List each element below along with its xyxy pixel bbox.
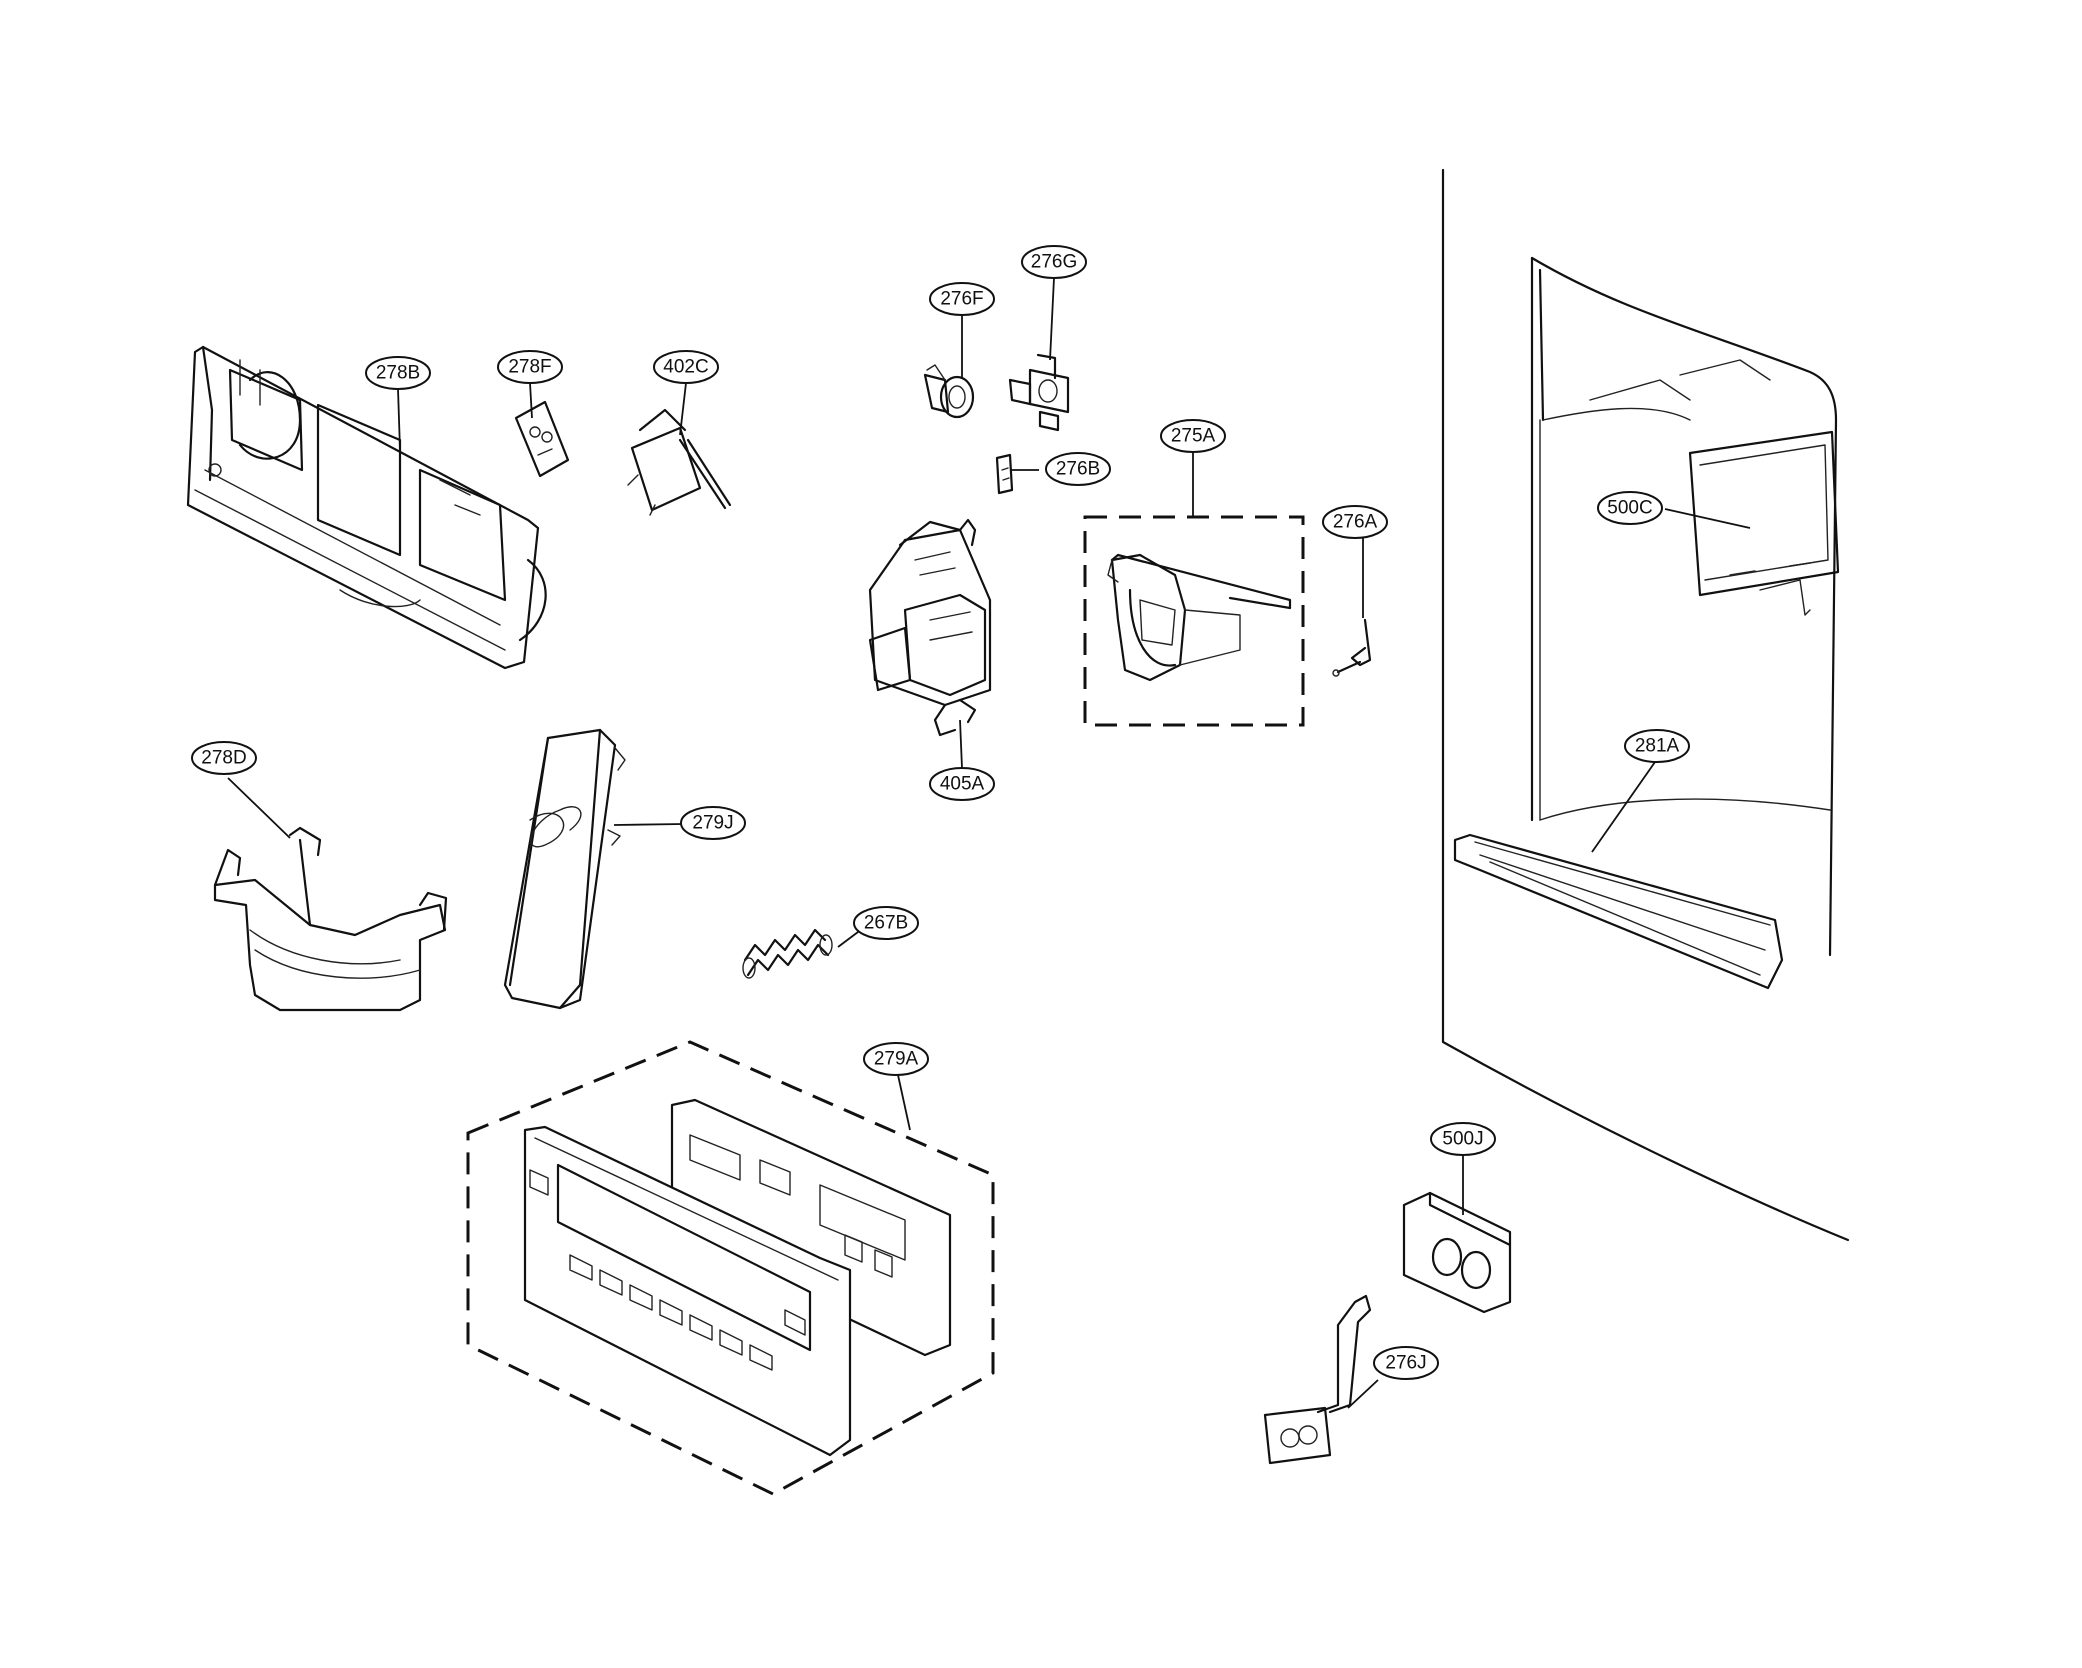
callout-276b: 276B: [1045, 452, 1111, 486]
svg-text:278B: 278B: [376, 363, 420, 384]
callout-276f: 276F: [929, 282, 995, 316]
part-500c-box: [1688, 430, 1840, 597]
part-267b-spring: [742, 928, 833, 979]
svg-text:276J: 276J: [1385, 1353, 1426, 1374]
part-281a-door-and-tray: [1441, 168, 1850, 1242]
callout-276j: 276J: [1373, 1346, 1439, 1380]
svg-text:279J: 279J: [692, 813, 733, 834]
part-276b-clip: [995, 453, 1014, 495]
part-278f-switch: [514, 400, 570, 478]
part-405a-actuator: [868, 518, 992, 737]
part-279a-group: [466, 1040, 995, 1496]
svg-text:267B: 267B: [864, 913, 908, 934]
callout-402c: 402C: [653, 350, 719, 384]
svg-text:402C: 402C: [663, 357, 708, 378]
svg-text:275A: 275A: [1171, 426, 1216, 447]
callout-405a: 405A: [929, 767, 995, 801]
part-278b-housing: [186, 345, 547, 670]
svg-text:276A: 276A: [1333, 512, 1378, 533]
part-276a-spring: [1332, 618, 1372, 677]
callout-276g: 276G: [1021, 245, 1087, 279]
svg-text:278F: 278F: [508, 357, 551, 378]
part-278d-chute: [213, 826, 448, 1012]
callout-278d: 278D: [191, 741, 257, 775]
svg-text:279A: 279A: [874, 1049, 919, 1070]
svg-text:276B: 276B: [1056, 459, 1100, 480]
callout-278b: 278B: [365, 356, 431, 390]
svg-text:405A: 405A: [940, 774, 985, 795]
part-275a-group: [1083, 515, 1305, 727]
callout-276a: 276A: [1322, 505, 1388, 539]
svg-text:276G: 276G: [1031, 252, 1077, 273]
svg-text:276F: 276F: [940, 289, 983, 310]
part-402c-microswitch: [627, 408, 732, 516]
part-276j-bracket: [1263, 1294, 1372, 1465]
part-276f-knob: [923, 364, 975, 419]
callout-278f: 278F: [497, 350, 563, 384]
svg-text:500C: 500C: [1607, 498, 1652, 519]
svg-text:500J: 500J: [1442, 1129, 1483, 1150]
callout-267b: 267B: [853, 906, 919, 940]
callout-279j: 279J: [680, 806, 746, 840]
part-279j-paddle: [503, 728, 626, 1010]
callout-500c: 500C: [1597, 491, 1663, 525]
callout-275a: 275A: [1160, 419, 1226, 453]
svg-text:281A: 281A: [1635, 736, 1680, 757]
part-276g-sensor: [1008, 353, 1070, 432]
callout-500j: 500J: [1430, 1122, 1496, 1156]
callout-279a: 279A: [863, 1042, 929, 1076]
leader-lines: [227, 277, 1751, 1409]
part-500j-switch: [1402, 1191, 1512, 1314]
svg-text:278D: 278D: [201, 748, 246, 769]
callout-281a: 281A: [1624, 729, 1690, 763]
